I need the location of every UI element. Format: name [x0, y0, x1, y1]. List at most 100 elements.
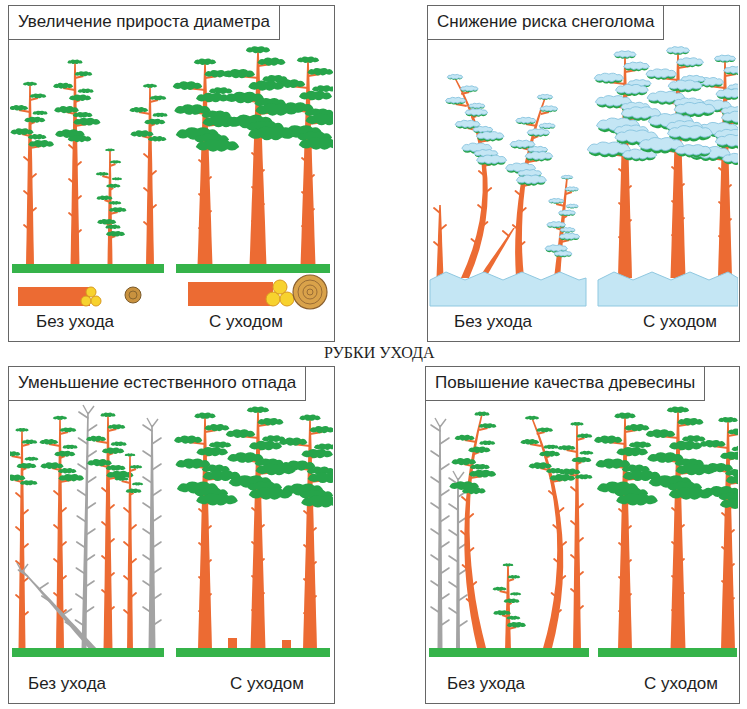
pine-crown	[30, 93, 47, 98]
pine-crown	[504, 599, 520, 604]
pine-crown	[579, 451, 593, 455]
tree-trunk	[21, 570, 98, 650]
pine-crown	[105, 148, 115, 151]
pine-crown	[262, 75, 287, 82]
snow-cap	[616, 84, 649, 93]
pine-crown	[310, 426, 333, 433]
pine-crown	[54, 451, 75, 457]
dead-twig	[458, 472, 464, 480]
pine-crown	[68, 135, 92, 142]
pine-crown	[726, 474, 738, 484]
pine-crown	[102, 447, 124, 453]
pine-crown	[506, 616, 520, 620]
pine-tree	[545, 175, 580, 278]
pine-crown	[148, 136, 167, 141]
tree-trunk	[438, 425, 443, 650]
pine-crown	[196, 139, 240, 152]
panel-heading: Повышение качества древесины	[426, 367, 705, 401]
pine-crown	[100, 413, 115, 417]
pine-crown	[451, 458, 476, 465]
snow-cap	[675, 145, 711, 155]
snow-cap	[476, 132, 504, 140]
pine-crown	[256, 464, 296, 476]
branch	[500, 591, 508, 593]
dead-twig	[88, 406, 94, 414]
snow-ground	[430, 272, 586, 306]
pine-crown	[129, 107, 148, 112]
pine-tree	[10, 428, 39, 650]
snow-cap	[561, 175, 573, 178]
branch	[563, 216, 567, 218]
panel-label: Без ухода	[28, 674, 106, 694]
panel-box: Повышение качества древесиныБез уходаС у…	[425, 366, 740, 704]
pine-crown	[196, 93, 229, 103]
pine-crown	[646, 429, 676, 438]
pine-crown	[106, 184, 121, 188]
dead-tree	[431, 418, 449, 650]
stump	[282, 640, 291, 649]
pine-crown	[255, 103, 298, 115]
stump	[228, 638, 237, 649]
pine-crown	[248, 80, 284, 90]
pine-crown	[28, 134, 47, 139]
pine-crown	[96, 172, 109, 176]
ground-strip	[429, 648, 589, 657]
snow-cap	[667, 126, 712, 139]
snow-cap	[722, 153, 738, 163]
pine-crown	[570, 422, 584, 426]
snow-cap	[549, 198, 564, 202]
tree-trunk	[108, 150, 113, 266]
snow-cap	[624, 62, 650, 69]
tree-trunk	[437, 205, 444, 278]
ground-strip	[176, 264, 330, 273]
pine-crown	[109, 201, 122, 205]
branch	[30, 98, 38, 100]
pine-crown	[700, 440, 726, 448]
log-ring	[129, 291, 137, 299]
panel-label: С уходом	[230, 674, 304, 694]
pine-crown	[248, 127, 295, 141]
tree-trunk	[479, 228, 515, 278]
pine-crown	[479, 423, 497, 428]
snow-cap	[560, 227, 575, 231]
pine-crown	[54, 106, 79, 113]
pine-crown	[474, 412, 489, 416]
pine-crown	[87, 459, 112, 466]
pine-crown	[60, 427, 77, 432]
tree-trunk	[456, 478, 460, 650]
pine-crown	[75, 71, 93, 76]
pine-crown	[73, 112, 93, 118]
snow-cap	[525, 152, 553, 160]
snow-cap	[445, 97, 465, 103]
panel-label: С уходом	[643, 312, 717, 332]
tree-trunk	[149, 425, 156, 650]
snow-cap	[510, 140, 535, 147]
pine-crown	[543, 445, 558, 449]
snow-cap	[540, 106, 558, 111]
dead-branch	[152, 464, 161, 470]
branch	[577, 438, 585, 440]
pine-crown	[144, 119, 165, 125]
dead-branch	[449, 504, 458, 510]
pine-crown	[308, 68, 334, 76]
branch	[130, 469, 136, 471]
pine-crown	[33, 111, 48, 115]
panel-box: Уменьшение естественного отпадаБез ухода…	[8, 366, 335, 704]
branch	[22, 444, 30, 446]
pine-crown	[86, 436, 106, 442]
pine-crown	[529, 462, 552, 469]
pine-crown	[10, 475, 25, 481]
log-pile	[18, 287, 90, 306]
tree-trunk	[71, 62, 80, 266]
panel-box: Увеличение прироста диаметраБез уходаС у…	[8, 5, 335, 342]
dead-branch	[431, 477, 440, 483]
pine-crown	[479, 440, 495, 445]
pine-crown	[520, 439, 539, 444]
pine-crown	[53, 83, 73, 89]
pine-crown	[110, 160, 121, 163]
pine-crown	[130, 465, 142, 469]
pine-tree	[594, 413, 661, 650]
snow-cap	[469, 103, 485, 108]
pine-crown	[28, 140, 54, 147]
pine-tree	[86, 413, 133, 650]
